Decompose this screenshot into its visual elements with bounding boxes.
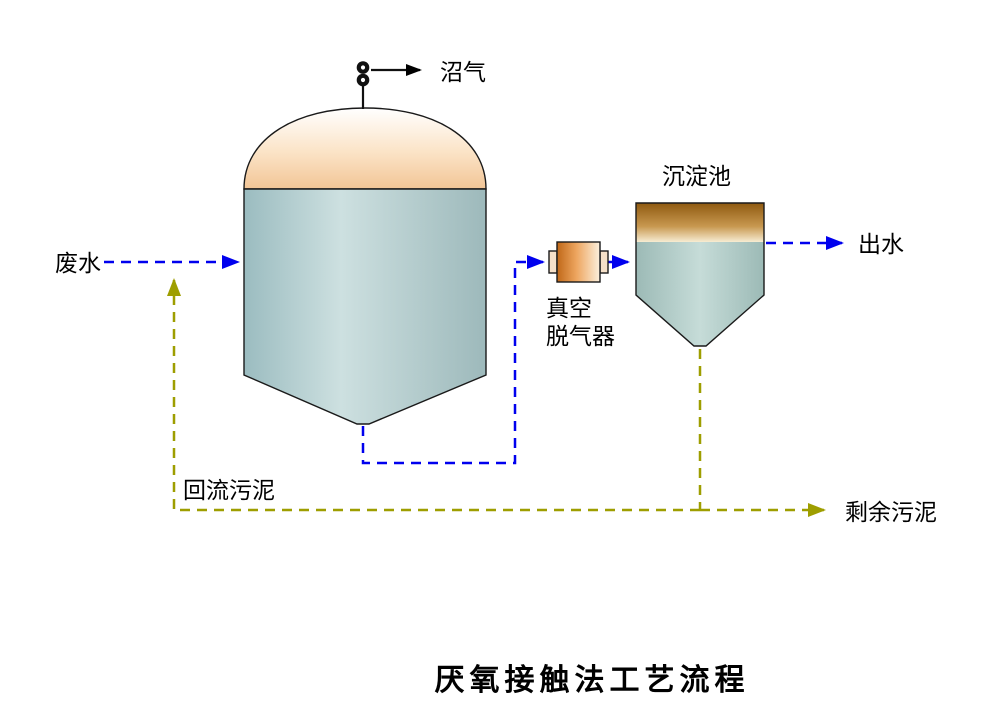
diagram-title: 厌氧接触法工艺流程 xyxy=(435,663,750,698)
degasser-right-flange xyxy=(599,250,609,274)
labels: 废水 沼气 真空 脱气器 沉淀池 出水 回流污泥 剩余污泥 厌氧接触法工艺流程 xyxy=(55,60,937,698)
settler-scum-band xyxy=(636,203,764,242)
degasser-label-line1: 真空 xyxy=(546,296,592,322)
vacuum-degasser xyxy=(548,241,609,283)
reactor-tank xyxy=(243,107,487,425)
gas-valve xyxy=(356,61,422,109)
valve-top-dot xyxy=(360,65,366,70)
reactor-body xyxy=(243,188,487,425)
reactor-dome xyxy=(243,107,487,190)
degasser-left-flange xyxy=(548,250,558,274)
effluent-label: 出水 xyxy=(858,232,904,258)
excess-sludge-label: 剩余污泥 xyxy=(845,500,937,526)
valve-bottom-dot xyxy=(360,77,366,83)
reactor-to-degasser-line xyxy=(361,255,545,465)
degasser-label-line2: 脱气器 xyxy=(546,324,615,350)
settling-tank xyxy=(635,202,765,347)
return-sludge-line xyxy=(167,278,700,512)
settling-tank-label: 沉淀池 xyxy=(662,164,731,190)
degasser-body xyxy=(556,241,601,283)
biogas-label: 沼气 xyxy=(440,60,486,86)
flow-lines xyxy=(104,236,844,465)
settler-outline xyxy=(635,202,765,347)
return-sludge-label: 回流污泥 xyxy=(183,478,275,504)
sludge-lines xyxy=(167,278,826,517)
wastewater-label: 废水 xyxy=(55,251,101,277)
